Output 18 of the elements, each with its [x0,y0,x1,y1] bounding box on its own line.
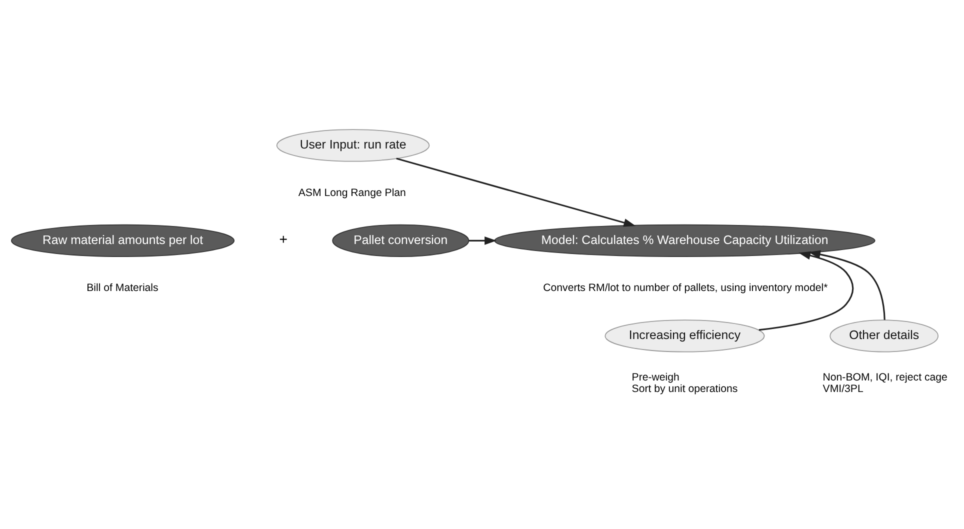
node-ellipse: Raw material amounts per lot [11,224,235,257]
label: + [279,231,288,248]
arrow [808,250,886,320]
arrow [758,251,854,331]
arrow [468,236,497,245]
node-label: VMI/3PL [822,383,864,396]
node-ellipse: User Input: run rate [276,129,430,162]
node-ellipse: Other details [830,320,938,352]
node-ellipse: Model: Calculates % Warehouse Capacity Utilization [494,224,876,257]
node-label: Converts RM/lot to number of pallets, using inventory model* [543,282,828,294]
node-ellipse: Pallet conversion [332,224,470,257]
node-ellipse: Increasing efficiency [604,320,765,352]
node-label: Bill of Materials [86,282,158,294]
node-label: Pre-weigh [632,372,680,384]
node-label: Non-BOM, IQI, reject cage [822,372,948,384]
node-label: ASM Long Range Plan [298,186,406,199]
node-label: Sort by unit operations [632,383,738,396]
arrow [396,158,636,227]
